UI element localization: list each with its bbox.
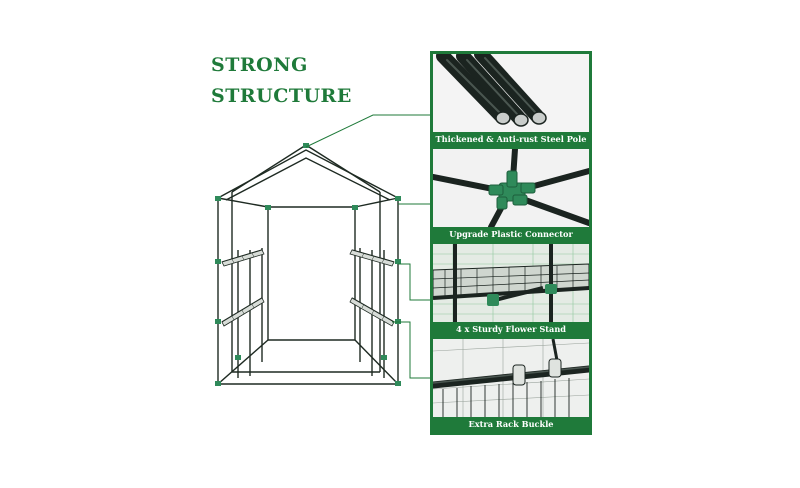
rack-buckle-icon xyxy=(433,339,589,417)
feature-caption: Extra Rack Buckle xyxy=(433,417,589,432)
feature-panel-steel-pole: Thickened & Anti-rust Steel Pole xyxy=(433,54,589,147)
feature-panels: Thickened & Anti-rust Steel Pole Upgrade… xyxy=(430,51,592,435)
flower-stand-icon xyxy=(433,244,589,322)
steel-pole-icon xyxy=(433,54,589,132)
feature-panel-rack-buckle: Extra Rack Buckle xyxy=(433,339,589,432)
feature-panel-connector: Upgrade Plastic Connector xyxy=(433,149,589,242)
feature-caption: Thickened & Anti-rust Steel Pole xyxy=(433,132,589,147)
plastic-connector-icon xyxy=(433,149,589,227)
feature-caption: Upgrade Plastic Connector xyxy=(433,227,589,242)
feature-panel-flower-stand: 4 x Sturdy Flower Stand xyxy=(433,244,589,337)
feature-caption: 4 x Sturdy Flower Stand xyxy=(433,322,589,337)
headline: STRONG STRUCTURE xyxy=(211,50,352,112)
headline-line-2: STRUCTURE xyxy=(211,85,352,107)
headline-line-1: STRONG xyxy=(211,54,308,76)
